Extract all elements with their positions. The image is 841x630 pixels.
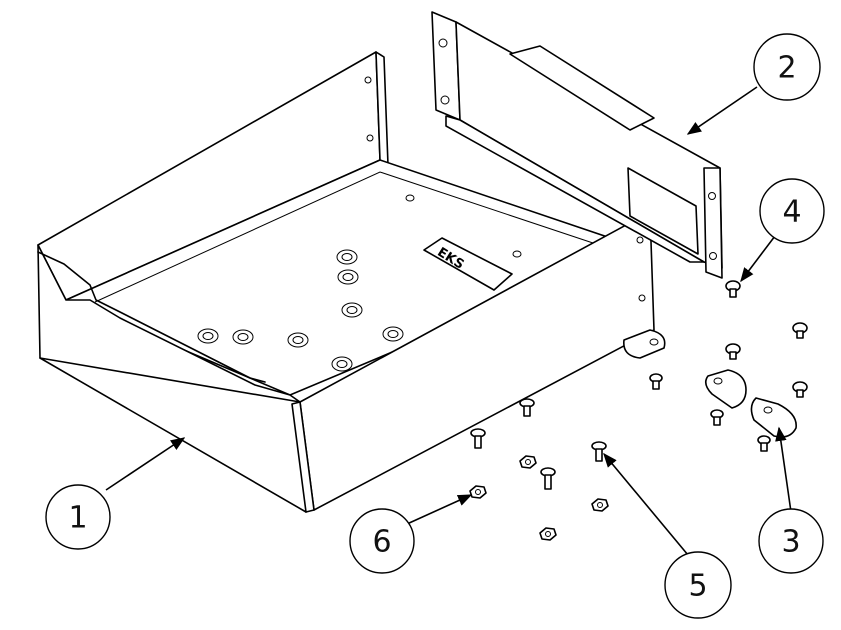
- countersunk-hole: [341, 302, 363, 318]
- flat-head-screw: [591, 441, 607, 462]
- part-2-bracket: [431, 11, 723, 279]
- pan-head-screw: [792, 381, 808, 398]
- pan-head-screw: [757, 435, 771, 452]
- countersunk-hole: [331, 356, 353, 372]
- pan-head-screw: [649, 373, 663, 390]
- hex-nut: [519, 455, 537, 469]
- floor-holes: [197, 194, 522, 372]
- flat-head-screw: [540, 467, 556, 490]
- balloon-3-label: 3: [781, 525, 800, 560]
- balloon-2-label: 2: [777, 51, 796, 86]
- countersunk-hole: [336, 249, 358, 265]
- part-3-p-clips: [623, 329, 797, 438]
- countersunk-hole: [232, 329, 254, 345]
- pan-head-screw: [725, 343, 741, 360]
- balloon-3: 3: [758, 508, 824, 574]
- countersunk-hole: [197, 328, 219, 344]
- leader-2: [686, 86, 758, 135]
- countersunk-hole: [382, 326, 404, 342]
- balloon-6-label: 6: [372, 525, 391, 560]
- leader-lines: [105, 86, 792, 556]
- leader-3: [775, 426, 792, 513]
- balloon-2: 2: [753, 33, 821, 101]
- balloon-4-label: 4: [782, 195, 801, 230]
- p-clip: [750, 397, 797, 438]
- countersunk-hole: [337, 269, 359, 285]
- balloon-4: 4: [759, 178, 825, 244]
- pan-head-screw: [725, 280, 741, 298]
- hex-nut: [539, 527, 557, 541]
- balloon-1: 1: [45, 484, 111, 550]
- balloon-5-label: 5: [688, 569, 707, 604]
- countersunk-hole: [287, 332, 309, 348]
- p-clip: [623, 329, 666, 359]
- balloon-6: 6: [349, 508, 415, 574]
- part-5-screws: [470, 398, 607, 490]
- p-clip: [704, 369, 747, 409]
- flat-head-screw: [470, 428, 486, 449]
- part-1-tray: EKS: [37, 51, 655, 513]
- part-4-screws: [649, 280, 808, 452]
- hex-nut: [469, 485, 487, 499]
- pan-head-screw: [792, 322, 808, 339]
- flat-head-screw: [519, 398, 535, 417]
- leader-5: [603, 452, 689, 556]
- part-6-nuts: [469, 455, 609, 541]
- hex-nut: [591, 498, 609, 512]
- leader-6: [406, 494, 473, 525]
- balloon-5: 5: [664, 551, 732, 619]
- leader-4: [740, 235, 776, 283]
- leader-1: [105, 437, 186, 491]
- balloon-1-label: 1: [68, 501, 87, 536]
- pan-head-screw: [710, 409, 724, 426]
